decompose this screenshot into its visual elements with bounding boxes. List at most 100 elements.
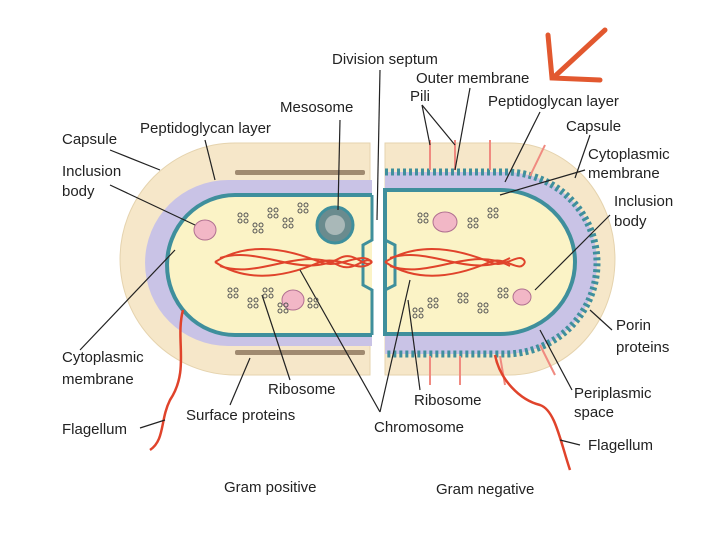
ribosome <box>258 228 264 234</box>
ribosome <box>237 212 243 218</box>
ribosome <box>253 297 259 303</box>
ribosome <box>268 287 274 293</box>
surface-proteins <box>235 170 365 355</box>
ribosome <box>307 297 313 303</box>
ribosome <box>503 287 509 293</box>
gram-positive-cell <box>119 142 374 452</box>
label-peptidoglycan-right: Peptidoglycan layer <box>488 93 619 110</box>
ribosome <box>418 307 424 313</box>
ribosome <box>412 307 418 313</box>
ribosome <box>262 287 268 293</box>
label-ribosome-right: Ribosome <box>414 392 482 409</box>
label-cytoplasmic-right-1: Cytoplasmic <box>588 146 670 163</box>
ribosome <box>473 217 479 223</box>
ribosome <box>282 223 288 229</box>
ribosome <box>457 298 463 304</box>
ribosome <box>283 308 289 314</box>
label-ribosome-left: Ribosome <box>268 381 336 398</box>
ribosome <box>477 308 483 314</box>
ribosome <box>423 212 429 218</box>
label-cytoplasmic-right-2: membrane <box>588 165 660 182</box>
ribosome <box>227 287 233 293</box>
division-septum-right <box>383 190 397 334</box>
label-periplasmic-2: space <box>574 404 614 421</box>
ribosome <box>477 302 483 308</box>
ribosome <box>483 308 489 314</box>
label-flagellum-left: Flagellum <box>62 421 127 438</box>
inclusion-body-right-2 <box>512 288 532 306</box>
flagellum-right <box>493 354 572 471</box>
ribosome <box>252 222 258 228</box>
ribosome <box>303 202 309 208</box>
flagellum-left <box>149 309 185 452</box>
label-pili: Pili <box>410 88 430 105</box>
label-inclusion-right-2: body <box>614 213 647 230</box>
ribosome <box>252 228 258 234</box>
ribosome <box>433 303 439 309</box>
label-gram-negative: Gram negative <box>436 481 534 498</box>
ribosome <box>493 207 499 213</box>
label-mesosome: Mesosome <box>280 99 353 116</box>
ribosome <box>457 292 463 298</box>
ribosome <box>267 213 273 219</box>
ribosome <box>473 223 479 229</box>
label-inclusion-left-2: body <box>62 183 95 200</box>
ribosome <box>417 218 423 224</box>
ribosome <box>273 207 279 213</box>
label-cytoplasmic-left-2: membrane <box>62 371 134 388</box>
label-chromosome: Chromosome <box>374 419 464 436</box>
ribosome <box>297 208 303 214</box>
ribosome <box>423 218 429 224</box>
ribosome <box>277 308 283 314</box>
ribosome <box>237 218 243 224</box>
ribosome <box>417 212 423 218</box>
label-gram-positive: Gram positive <box>224 479 317 496</box>
label-periplasmic-1: Periplasmic <box>574 385 652 402</box>
ribosome <box>262 293 268 299</box>
chromosome-left <box>214 248 373 277</box>
ribosome <box>427 303 433 309</box>
chromosome-right <box>384 248 526 277</box>
ribosome <box>247 297 253 303</box>
annotation-arrow <box>545 27 608 83</box>
label-division-septum: Division septum <box>332 51 438 68</box>
ribosome <box>282 217 288 223</box>
ribosome <box>463 292 469 298</box>
ribosome <box>487 213 493 219</box>
ribosome <box>227 293 233 299</box>
label-peptidoglycan-left: Peptidoglycan layer <box>140 120 271 137</box>
ribosome <box>467 223 473 229</box>
label-capsule-left: Capsule <box>62 131 117 148</box>
ribosome <box>487 207 493 213</box>
ribosome <box>497 293 503 299</box>
ribosome <box>243 212 249 218</box>
label-surface-proteins: Surface proteins <box>186 407 295 424</box>
ribosome <box>288 223 294 229</box>
ribosome <box>277 302 283 308</box>
gram-negative-cell <box>383 140 616 471</box>
ribosome <box>233 293 239 299</box>
leader-lines <box>79 69 613 446</box>
ribosome <box>483 302 489 308</box>
ribosome <box>247 303 253 309</box>
cytoplasmic-membrane-right <box>383 188 577 336</box>
label-outer-membrane: Outer membrane <box>416 70 529 87</box>
ribosome <box>463 298 469 304</box>
label-inclusion-left-1: Inclusion <box>62 163 121 180</box>
ribosome <box>253 303 259 309</box>
ribosome <box>267 207 273 213</box>
ribosome <box>497 287 503 293</box>
inclusion-body-left <box>193 219 217 241</box>
ribosome <box>303 208 309 214</box>
ribosome <box>313 303 319 309</box>
ribosome <box>243 218 249 224</box>
ribosome <box>427 297 433 303</box>
ribosome <box>467 217 473 223</box>
ribosome <box>258 222 264 228</box>
label-cytoplasmic-left-1: Cytoplasmic <box>62 349 144 366</box>
label-capsule-right: Capsule <box>566 118 621 135</box>
ribosome <box>273 213 279 219</box>
division-septum-left <box>361 195 374 335</box>
ribosome <box>313 297 319 303</box>
label-inclusion-right-1: Inclusion <box>614 193 673 210</box>
